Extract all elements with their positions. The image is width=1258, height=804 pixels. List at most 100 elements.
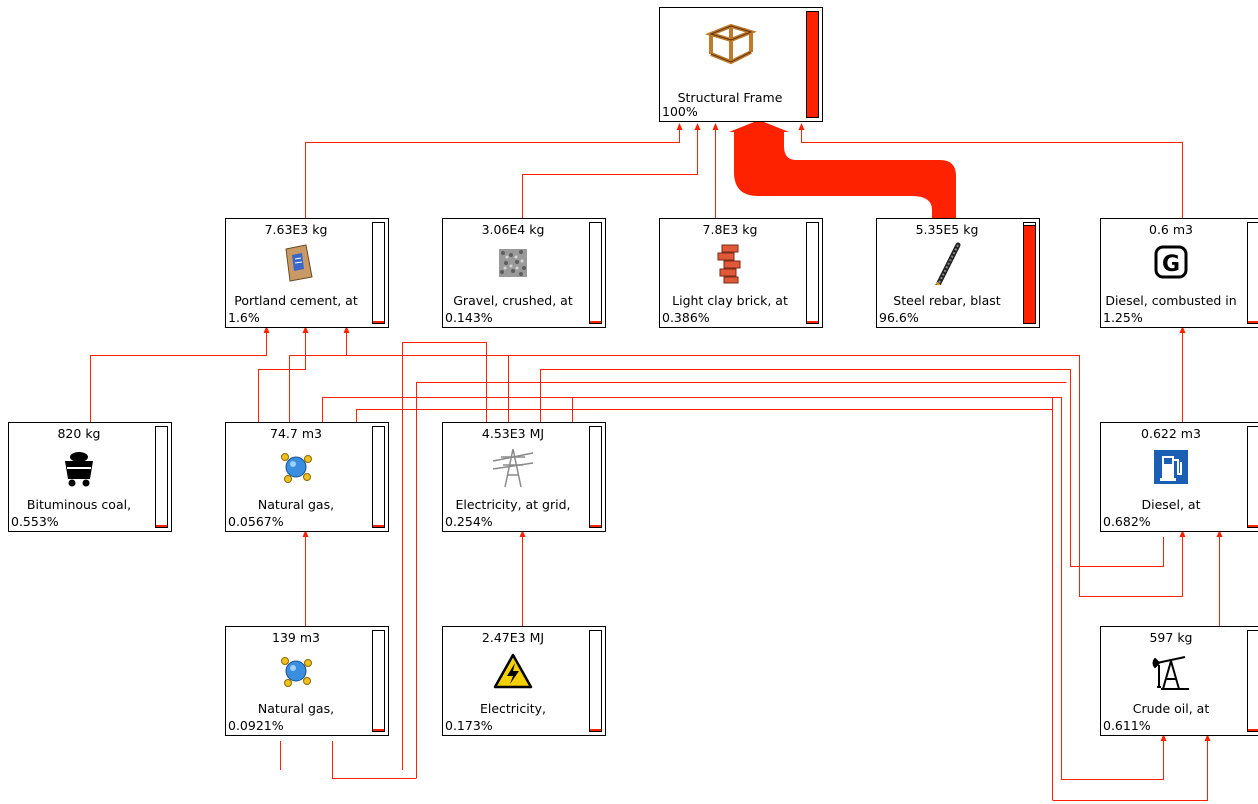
process-node-diesel-at[interactable]: 0.622 m3 Diesel, at 0.682% bbox=[1100, 422, 1258, 532]
node-percentage: 0.173% bbox=[445, 718, 493, 733]
node-percentage: 0.0567% bbox=[228, 514, 284, 529]
node-label: Portland cement, at bbox=[234, 293, 358, 308]
node-quantity: 4.53E3 MJ bbox=[481, 426, 545, 441]
node-quantity: 3.06E4 kg bbox=[481, 222, 545, 237]
node-label: Natural gas, bbox=[257, 701, 335, 716]
share-bar bbox=[806, 11, 819, 118]
process-node-steel-rebar[interactable]: 5.35E5 kg Steel rebar, blast 96.6% bbox=[876, 218, 1040, 328]
node-percentage: 1.25% bbox=[1103, 310, 1143, 325]
flow-line bbox=[305, 130, 680, 218]
arrow-head bbox=[519, 530, 526, 537]
process-node-natural-gas-1[interactable]: 74.7 m3 Natural gas, 0.0567% bbox=[225, 422, 389, 532]
arrow-head bbox=[302, 326, 309, 333]
share-bar bbox=[806, 222, 819, 324]
share-bar-fill bbox=[1248, 321, 1258, 323]
process-node-diesel-combusted[interactable]: 0.6 m3 G Diesel, combusted in 1.25% bbox=[1100, 218, 1258, 328]
share-bar-fill bbox=[156, 525, 167, 527]
node-label: Steel rebar, blast bbox=[893, 293, 1001, 308]
share-bar bbox=[1247, 426, 1258, 528]
share-bar bbox=[372, 222, 385, 324]
flow-line-thick bbox=[734, 130, 956, 218]
process-node-bituminous-coal[interactable]: 820 kg Bituminous coal, 0.553% bbox=[8, 422, 172, 532]
node-percentage: 96.6% bbox=[879, 310, 919, 325]
arrow-head bbox=[1179, 326, 1186, 333]
node-quantity: 7.63E3 kg bbox=[264, 222, 328, 237]
node-quantity: 2.47E3 MJ bbox=[481, 630, 545, 645]
share-bar-fill bbox=[373, 525, 384, 527]
brick-icon bbox=[708, 241, 752, 285]
process-node-natural-gas-2[interactable]: 139 m3 Natural gas, 0.0921% bbox=[225, 626, 389, 736]
flow-line bbox=[1052, 741, 1208, 801]
process-node-crude-oil[interactable]: 597 kg Crude oil, at 0.611% bbox=[1100, 626, 1258, 736]
flow-line bbox=[540, 369, 1164, 567]
node-label: Electricity, at grid, bbox=[455, 497, 571, 512]
node-label: Gravel, crushed, at bbox=[453, 293, 573, 308]
node-percentage: 0.611% bbox=[1103, 718, 1151, 733]
process-node-structural-frame[interactable]: Structural Frame 100% bbox=[659, 7, 823, 122]
natural-gas-icon bbox=[274, 445, 318, 489]
rebar-icon bbox=[925, 241, 969, 288]
fuel-pump-icon bbox=[1149, 445, 1193, 489]
generator-icon: G bbox=[1149, 241, 1193, 285]
process-node-electricity-at-grid[interactable]: 4.53E3 MJ Electricity, at grid, 0.254% bbox=[442, 422, 606, 532]
process-node-gravel[interactable]: 3.06E4 kg Gravel, crushed, at 0.143% bbox=[442, 218, 606, 328]
share-bar-fill bbox=[1248, 729, 1258, 731]
flow-line bbox=[801, 130, 1183, 218]
share-bar-fill bbox=[807, 11, 818, 117]
gravel-icon bbox=[491, 241, 535, 285]
node-label: Natural gas, bbox=[257, 497, 335, 512]
node-label: Crude oil, at bbox=[1132, 701, 1210, 716]
node-quantity: 139 m3 bbox=[272, 630, 320, 645]
arrow-head bbox=[343, 326, 350, 333]
share-bar-fill bbox=[373, 321, 384, 323]
share-bar-fill bbox=[590, 729, 601, 731]
arrow-head bbox=[676, 123, 683, 130]
arrow-head bbox=[263, 326, 270, 333]
arrow-head bbox=[712, 123, 719, 130]
node-percentage: 0.553% bbox=[11, 514, 59, 529]
process-node-portland-cement[interactable]: 7.63E3 kg Portland cement, at 1.6% bbox=[225, 218, 389, 328]
high-voltage-icon bbox=[491, 649, 535, 693]
process-node-light-clay-brick[interactable]: 7.8E3 kg Light clay brick, at 0.386% bbox=[659, 218, 823, 328]
node-quantity: 597 kg bbox=[1149, 630, 1193, 645]
flow-line bbox=[346, 333, 509, 422]
arrow-head bbox=[1204, 734, 1211, 741]
arrow-head bbox=[1179, 530, 1186, 537]
share-bar bbox=[1247, 630, 1258, 732]
arrow-head bbox=[302, 530, 309, 537]
share-bar-fill bbox=[590, 525, 601, 527]
arrow-head bbox=[1160, 734, 1167, 741]
flow-line bbox=[522, 130, 698, 218]
node-quantity: 7.8E3 kg bbox=[702, 222, 758, 237]
node-quantity: 5.35E5 kg bbox=[915, 222, 979, 237]
power-pylon-icon bbox=[491, 445, 535, 489]
flow-line bbox=[258, 333, 306, 422]
share-bar bbox=[589, 222, 602, 324]
node-percentage: 0.0921% bbox=[228, 718, 284, 733]
flow-line bbox=[332, 741, 417, 779]
share-bar bbox=[155, 426, 168, 528]
share-bar-fill bbox=[807, 321, 818, 323]
share-bar bbox=[589, 630, 602, 732]
share-bar bbox=[1023, 222, 1036, 324]
arrow-head bbox=[1216, 530, 1223, 537]
node-percentage: 0.682% bbox=[1103, 514, 1151, 529]
share-bar bbox=[372, 630, 385, 732]
node-label: Structural Frame bbox=[677, 90, 783, 105]
node-label: Electricity, bbox=[479, 701, 547, 716]
svg-text:G: G bbox=[1162, 252, 1180, 277]
node-quantity: 820 kg bbox=[57, 426, 101, 441]
flow-line bbox=[572, 397, 1164, 780]
share-bar bbox=[372, 426, 385, 528]
cement-bag-icon bbox=[274, 241, 318, 285]
node-percentage: 1.6% bbox=[228, 310, 260, 325]
process-node-electricity[interactable]: 2.47E3 MJ Electricity, 0.173% bbox=[442, 626, 606, 736]
node-quantity: 0.622 m3 bbox=[1141, 426, 1201, 441]
share-bar-fill bbox=[373, 729, 384, 731]
natural-gas-icon bbox=[274, 649, 318, 693]
node-label: Diesel, at bbox=[1141, 497, 1201, 512]
flow-line bbox=[356, 409, 1053, 422]
share-bar bbox=[589, 426, 602, 528]
